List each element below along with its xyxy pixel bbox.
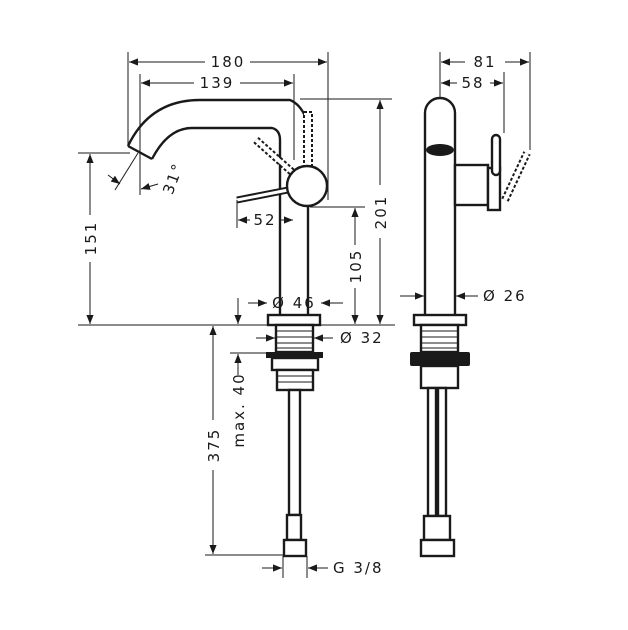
nut-threads [275, 368, 315, 392]
side-hose-nuts [419, 538, 456, 558]
mounting-nut [270, 356, 320, 372]
base-rosette [266, 313, 322, 327]
front-dimensions: 180 139 201 151 31° 52 105 Ø 46 Ø 32 375… [78, 52, 392, 578]
hose-nut [282, 538, 308, 558]
dim-201: 201 [372, 195, 390, 230]
dim-diameter-32: Ø 32 [340, 329, 384, 347]
dim-81: 81 [473, 53, 496, 71]
dim-375: 375 [205, 428, 223, 463]
dim-139: 139 [200, 74, 235, 92]
hose-fitting [285, 513, 303, 542]
hose-left [426, 386, 438, 518]
dim-g-3-8: G 3/8 [333, 559, 384, 577]
side-dimensions: 81 58 Ø 26 [400, 52, 531, 305]
aerator [426, 144, 454, 156]
handle-knob [285, 164, 329, 208]
front-view [78, 98, 395, 558]
dim-52: 52 [253, 211, 276, 229]
side-base-rosette [412, 313, 468, 327]
side-view [410, 96, 531, 558]
mounting-plate [266, 352, 323, 358]
dim-diameter-26: Ø 26 [483, 287, 527, 305]
lever-dashed-up [303, 111, 313, 168]
side-fittings [422, 514, 452, 542]
supply-hose [287, 388, 302, 517]
dim-diameter-46: Ø 46 [272, 294, 316, 312]
body-tube [423, 96, 457, 318]
side-nut [419, 364, 460, 390]
side-lever [490, 133, 502, 177]
hose-right [436, 386, 448, 518]
dim-max-40: max. 40 [230, 372, 248, 447]
handle-housing [453, 163, 490, 207]
spout [126, 98, 310, 318]
dim-180: 180 [211, 53, 246, 71]
dim-105: 105 [347, 249, 365, 284]
dim-58: 58 [461, 74, 484, 92]
side-mounting-plate [410, 352, 470, 366]
dim-31-angle: 31° [159, 160, 187, 197]
dim-151: 151 [82, 221, 100, 256]
